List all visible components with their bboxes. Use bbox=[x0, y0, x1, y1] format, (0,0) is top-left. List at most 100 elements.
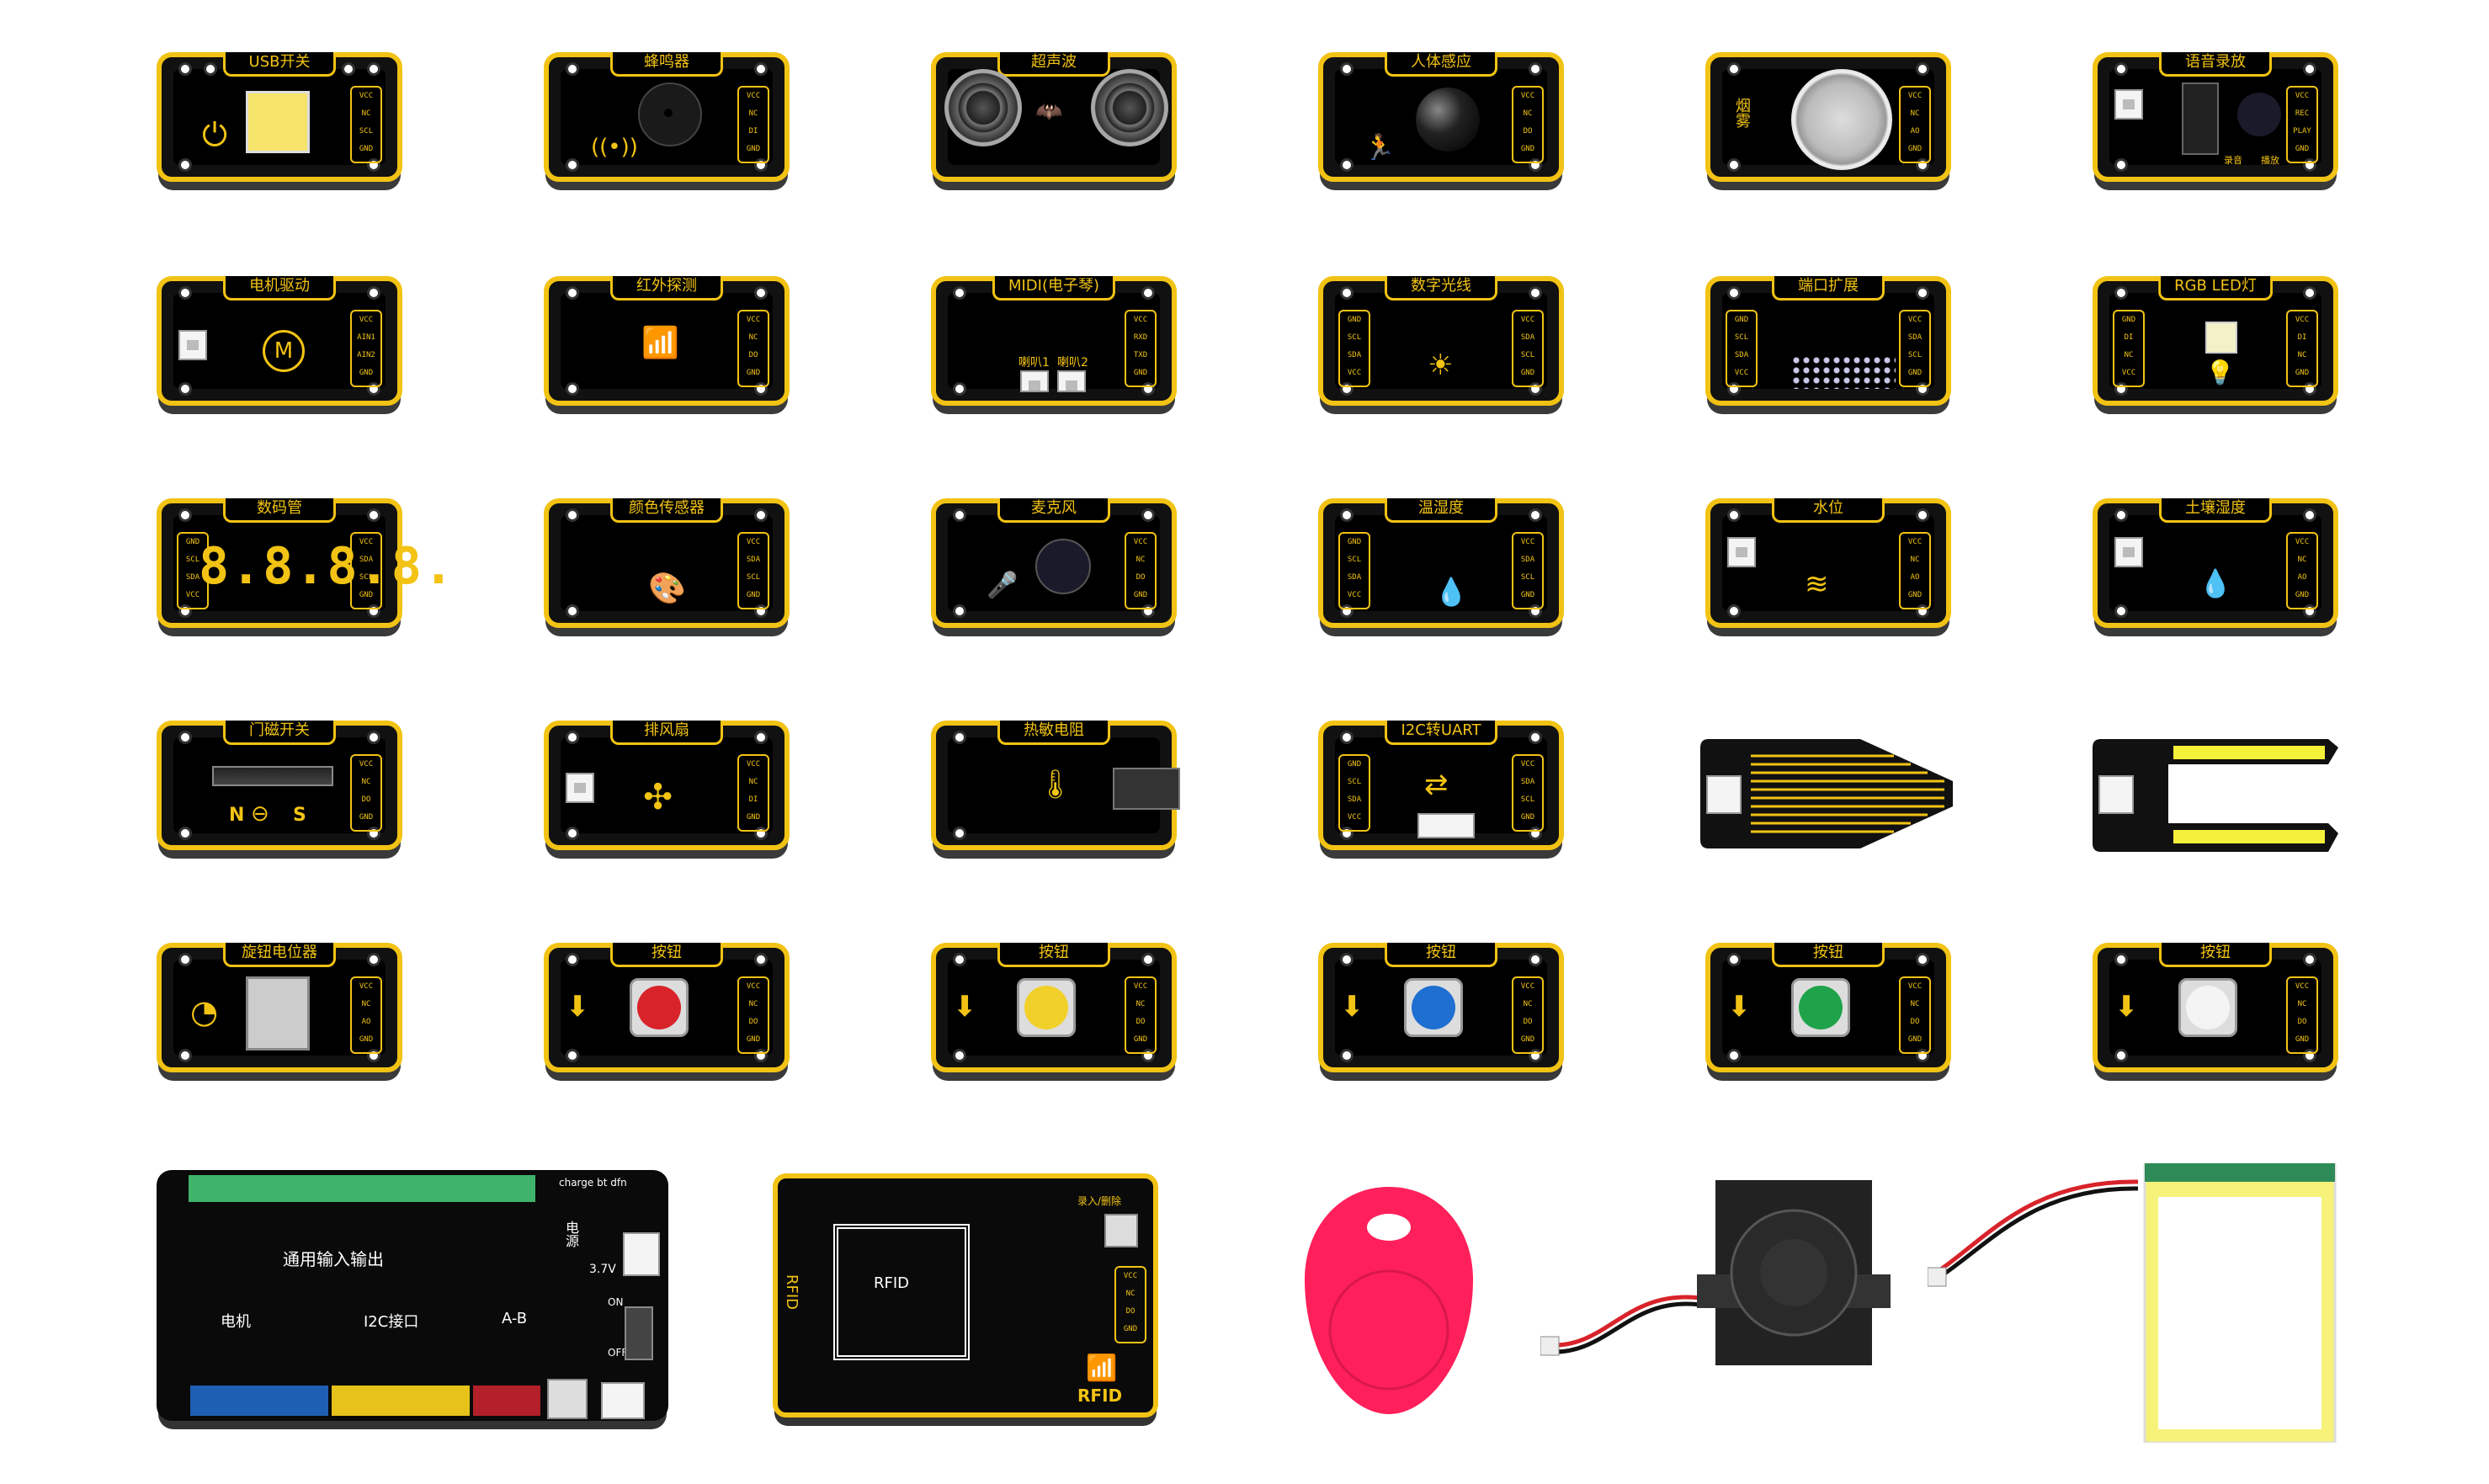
ultrasonic-emitter bbox=[944, 69, 1022, 146]
power-switch[interactable] bbox=[625, 1306, 653, 1360]
press-icon: ⬇ bbox=[953, 990, 977, 1024]
pin-header-grid bbox=[1791, 355, 1896, 389]
reed-switch bbox=[212, 766, 333, 786]
press-icon: ⬇ bbox=[1727, 990, 1752, 1024]
press-icon: ⬇ bbox=[1340, 990, 1364, 1024]
rfid-mode-button[interactable] bbox=[1104, 1214, 1138, 1247]
module-title: 数码管 bbox=[223, 498, 336, 523]
module-title: 颜色传感器 bbox=[610, 498, 723, 523]
uart-connector bbox=[1417, 813, 1475, 838]
knob-icon: ◔ bbox=[190, 993, 219, 1030]
io-label: 通用输入输出 bbox=[283, 1249, 384, 1269]
motor-section-label: 电机 bbox=[221, 1313, 251, 1331]
module-title: 语音录放 bbox=[2159, 52, 2272, 77]
module-title: MIDI(电子琴) bbox=[992, 276, 1116, 301]
i2c-section-label: I2C接口 bbox=[364, 1313, 419, 1331]
fan-icon: ✣ bbox=[643, 776, 673, 817]
yellow-button-cap bbox=[1024, 986, 1068, 1029]
module-title: 按钮 bbox=[1385, 943, 1497, 967]
led-chip bbox=[2205, 322, 2237, 354]
white-button-cap bbox=[2186, 986, 2230, 1029]
digit-display: 8.8.8.8. bbox=[199, 537, 455, 596]
sun-icon: ☀ bbox=[1428, 348, 1454, 382]
ultrasonic-module: 超声波 🦇 bbox=[931, 52, 1177, 190]
module-title: 人体感应 bbox=[1385, 52, 1497, 77]
module-title: 红外探测 bbox=[610, 276, 723, 301]
water-level-icon: ≋ bbox=[1805, 567, 1829, 601]
rfid-antenna bbox=[833, 1224, 970, 1360]
module-title: 烟雾 bbox=[1733, 98, 1751, 128]
bottom-connector bbox=[601, 1382, 645, 1419]
water-level-probe bbox=[1700, 739, 1953, 848]
module-title: 土壤湿度 bbox=[2159, 498, 2272, 523]
i2c-terminal-block bbox=[332, 1386, 470, 1416]
module-title: 水位 bbox=[1772, 498, 1885, 523]
wifi-signal-icon: 📶 bbox=[641, 326, 679, 360]
ic-chip bbox=[2182, 82, 2219, 155]
rfid-add-label: 录入/删除 bbox=[1077, 1195, 1122, 1207]
module-title: 超声波 bbox=[997, 52, 1110, 77]
power-icon: ⏻ bbox=[202, 116, 228, 153]
convert-icon: ⇄ bbox=[1424, 768, 1449, 801]
voltage-label: 3.7V bbox=[589, 1263, 616, 1276]
off-label: OFF bbox=[608, 1347, 628, 1359]
rfid-center-label: RFID bbox=[874, 1274, 910, 1292]
soil-drop-icon: 💧 bbox=[2199, 567, 2232, 599]
module-title: 按钮 bbox=[2159, 943, 2272, 967]
sound-icon: ((•)) bbox=[591, 135, 638, 160]
magnet-icon: ⊖ bbox=[251, 801, 269, 827]
motor-icon: M bbox=[263, 330, 305, 372]
rfid-bottom-label: RFID bbox=[1077, 1386, 1123, 1406]
speaker bbox=[1540, 1180, 1902, 1374]
module-title: 按钮 bbox=[1772, 943, 1885, 967]
lithium-battery bbox=[1927, 1162, 2343, 1444]
module-title: 门磁开关 bbox=[223, 721, 336, 745]
thermistor-module: 热敏电阻 🌡 bbox=[931, 721, 1180, 859]
module-title: I2C转UART bbox=[1385, 721, 1497, 745]
module-title: 麦克风 bbox=[997, 498, 1110, 523]
press-icon: ⬇ bbox=[566, 990, 590, 1024]
microphone-icon: 🎤 bbox=[987, 571, 1018, 600]
module-title: USB开关 bbox=[223, 52, 336, 77]
io-terminal-block bbox=[189, 1175, 535, 1202]
motor-terminal-block bbox=[190, 1386, 328, 1416]
reset-button[interactable] bbox=[547, 1379, 588, 1419]
press-icon: ⬇ bbox=[2114, 990, 2139, 1024]
pir-lens bbox=[1416, 88, 1480, 152]
ab-terminal-block bbox=[473, 1386, 540, 1416]
ultrasonic-receiver bbox=[1091, 69, 1168, 146]
usb-port bbox=[246, 91, 310, 153]
module-title: 旋钮电位器 bbox=[223, 943, 336, 967]
ab-section-label: A-B bbox=[502, 1310, 528, 1327]
module-title: 热敏电阻 bbox=[997, 721, 1110, 745]
buzzer-disc bbox=[638, 82, 702, 146]
power-label: 电源 bbox=[563, 1221, 579, 1247]
module-title: 按钮 bbox=[997, 943, 1110, 967]
module-title: 按钮 bbox=[610, 943, 723, 967]
battery-connector bbox=[623, 1232, 660, 1276]
soil-moisture-probe bbox=[2093, 739, 2345, 852]
module-title: 端口扩展 bbox=[1772, 276, 1885, 301]
water-drop-icon: 💧 bbox=[1434, 576, 1468, 608]
running-person-icon: 🏃 bbox=[1364, 133, 1396, 162]
